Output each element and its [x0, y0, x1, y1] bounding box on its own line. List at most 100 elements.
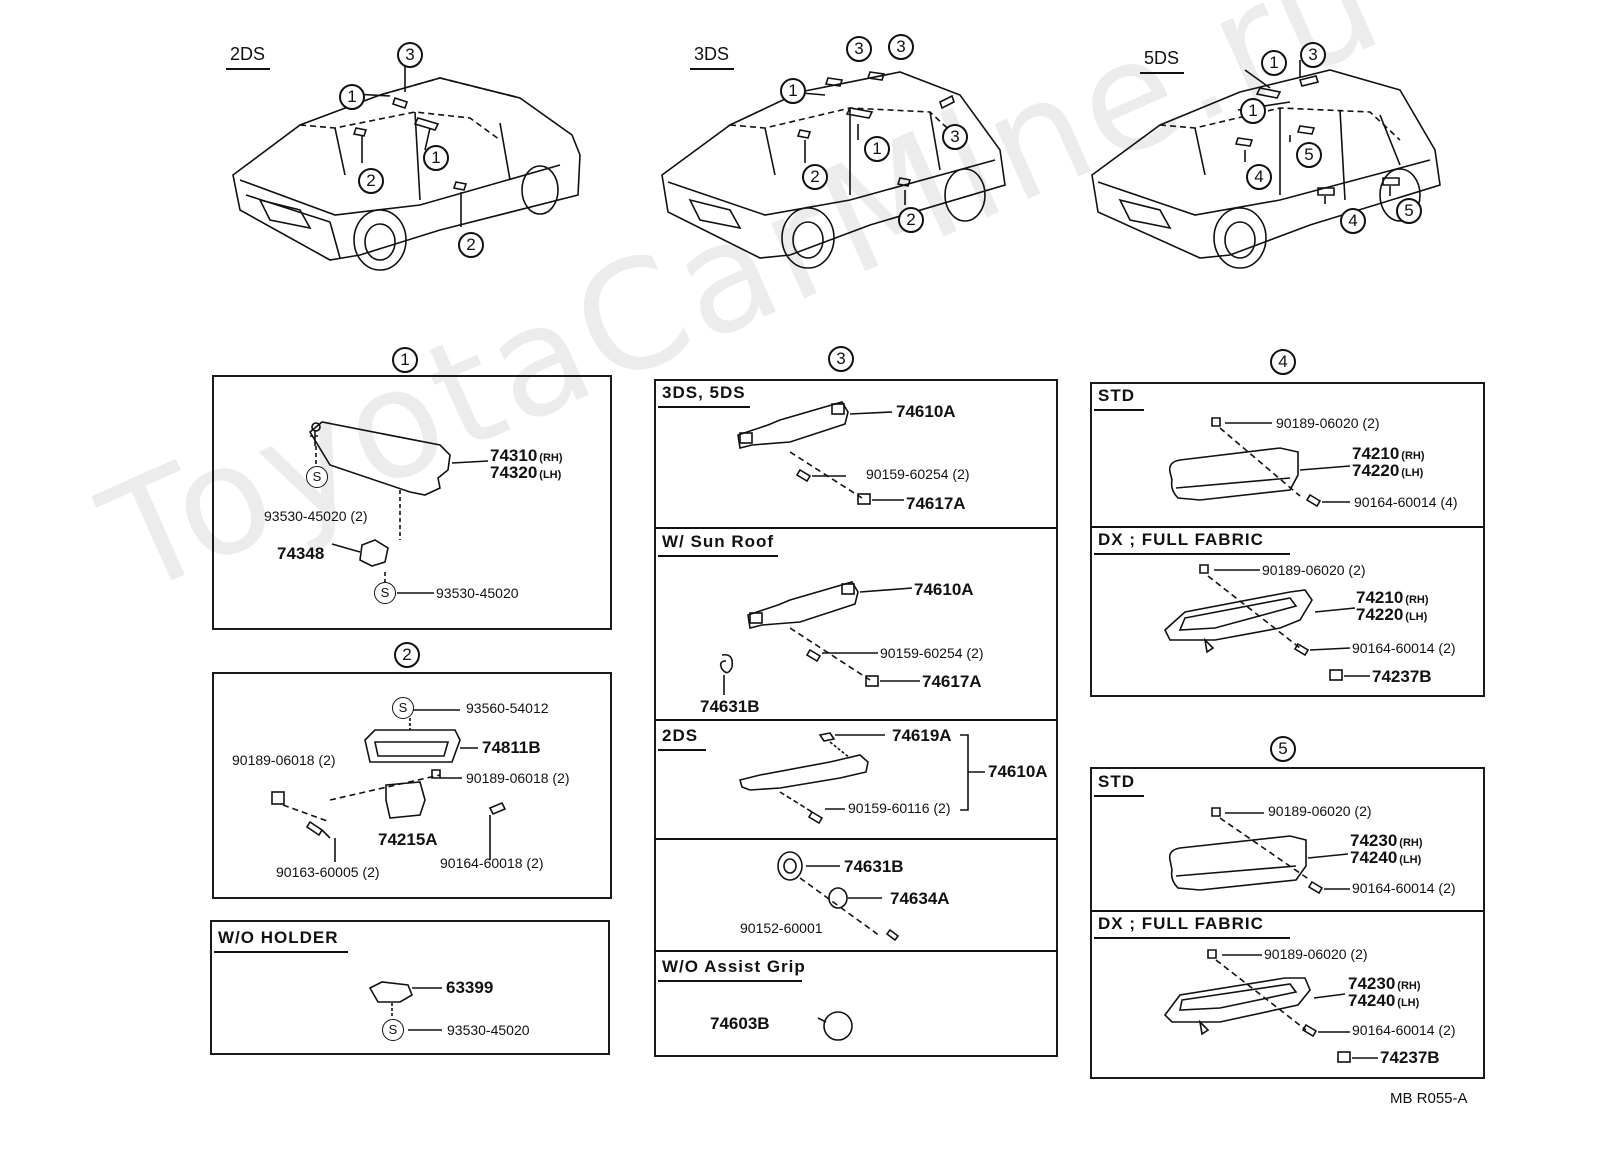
underline — [1094, 409, 1144, 411]
rh-tag: (RH) — [1399, 837, 1423, 849]
car-3ds-illustration — [661, 71, 1006, 269]
part-74237B: 74237B — [1372, 667, 1432, 686]
panel-header-std: STD — [1098, 772, 1135, 791]
part-74631B: 74631B — [700, 697, 760, 716]
lh-tag: (LH) — [1401, 467, 1424, 479]
part-74310: 74310(RH) — [490, 446, 563, 466]
underline — [658, 980, 802, 982]
part-90159-60254: 90159-60254 (2) — [880, 645, 984, 661]
section-2-box — [212, 672, 612, 899]
lh-tag: (LH) — [1397, 997, 1420, 1009]
part-74631B: 74631B — [844, 857, 904, 876]
part-90163-60005: 90163-60005 (2) — [276, 864, 380, 880]
callout-3: 3 — [397, 42, 423, 68]
callout-5: 5 — [1396, 198, 1422, 224]
part-90164-60014: 90164-60014 (2) — [1352, 1022, 1456, 1038]
section-4-marker: 4 — [1270, 349, 1296, 375]
panel-header-3ds-5ds: 3DS, 5DS — [662, 383, 746, 402]
part-number: 74230 — [1350, 831, 1398, 850]
rh-tag: (RH) — [1401, 450, 1425, 462]
part-74610A: 74610A — [896, 402, 956, 421]
underline — [214, 951, 348, 953]
part-number: 74220 — [1352, 461, 1400, 480]
wo-holder-drawing — [368, 981, 442, 1031]
underline — [1094, 795, 1144, 797]
panel-header-dx-full-fabric: DX ; FULL FABRIC — [1098, 530, 1264, 549]
part-93530-45020-b: 93530-45020 — [447, 1022, 530, 1038]
section-1-marker: 1 — [392, 347, 418, 373]
part-number: 74310 — [490, 446, 538, 465]
part-number: 74220 — [1356, 605, 1404, 624]
part-number: 74210 — [1352, 444, 1400, 463]
callout-1: 1 — [1240, 98, 1266, 124]
lh-tag: (LH) — [1399, 854, 1422, 866]
part-number: 74240 — [1348, 991, 1396, 1010]
section-5-marker: 5 — [1270, 736, 1296, 762]
section-4-box — [1090, 382, 1485, 697]
part-90189-06020: 90189-06020 (2) — [1262, 562, 1366, 578]
armrest-drawings-4 — [1164, 417, 1370, 681]
part-74240: 74240(LH) — [1348, 991, 1419, 1011]
underline — [658, 406, 750, 408]
part-90189-06020: 90189-06020 (2) — [1276, 415, 1380, 431]
part-74348: 74348 — [277, 544, 325, 563]
part-number: 74230 — [1348, 974, 1396, 993]
armrest-drawings-5 — [1163, 807, 1378, 1063]
part-74634A: 74634A — [890, 889, 950, 908]
section-1-box — [212, 375, 612, 630]
part-90189-06020: 90189-06020 (2) — [1268, 803, 1372, 819]
car-5ds-illustration — [1091, 60, 1441, 269]
rh-tag: (RH) — [1397, 980, 1421, 992]
part-74610A: 74610A — [988, 762, 1048, 781]
part-90152-60001: 90152-60001 — [740, 920, 823, 936]
section-2-marker: 2 — [394, 642, 420, 668]
part-74603B: 74603B — [710, 1014, 770, 1033]
callout-2: 2 — [358, 168, 384, 194]
diagram-code: MB R055-A — [1390, 1090, 1468, 1107]
part-90164-60018: 90164-60018 (2) — [440, 855, 544, 871]
part-74210: 74210(RH) — [1352, 444, 1425, 464]
part-74210: 74210(RH) — [1356, 588, 1429, 608]
underline — [1140, 72, 1184, 74]
car-2ds-illustration — [232, 66, 581, 271]
divider — [654, 950, 1058, 952]
part-74240: 74240(LH) — [1350, 848, 1421, 868]
door-pocket-drawing — [271, 709, 507, 862]
callout-4: 4 — [1246, 164, 1272, 190]
underline — [1094, 553, 1290, 555]
part-93560-54012: 93560-54012 — [466, 700, 549, 716]
panel-header-wo-assist-grip: W/O Assist Grip — [662, 957, 806, 976]
underline — [658, 749, 706, 751]
model-label-5ds: 5DS — [1144, 48, 1180, 68]
part-93530-45020: 93530-45020 — [436, 585, 519, 601]
lh-tag: (LH) — [1405, 611, 1428, 623]
section-5-box — [1090, 767, 1485, 1079]
part-74617A: 74617A — [922, 672, 982, 691]
part-74220: 74220(LH) — [1356, 605, 1427, 625]
divider — [1090, 910, 1485, 912]
part-90189-06018-r: 90189-06018 (2) — [466, 770, 570, 786]
part-90164-60014: 90164-60014 (2) — [1352, 640, 1456, 656]
part-90189-06020: 90189-06020 (2) — [1264, 946, 1368, 962]
callout-2: 2 — [898, 207, 924, 233]
s-marker: S — [382, 1019, 404, 1041]
wo-holder-box — [210, 920, 610, 1055]
divider — [654, 719, 1058, 721]
panel-header-std: STD — [1098, 386, 1135, 405]
part-93530-45020-2: 93530-45020 (2) — [264, 508, 368, 524]
underline — [690, 68, 734, 70]
part-number: 74320 — [490, 463, 538, 482]
callout-3: 3 — [942, 124, 968, 150]
assist-grip-drawings — [719, 401, 985, 1041]
section-3-box — [654, 379, 1058, 1057]
part-90159-60254: 90159-60254 (2) — [866, 466, 970, 482]
part-74619A: 74619A — [892, 726, 952, 745]
callout-1: 1 — [423, 145, 449, 171]
callout-1: 1 — [1261, 50, 1287, 76]
rh-tag: (RH) — [1405, 594, 1429, 606]
divider — [1090, 526, 1485, 528]
part-74610A: 74610A — [914, 580, 974, 599]
rh-tag: (RH) — [539, 452, 563, 464]
model-label-2ds: 2DS — [230, 44, 266, 64]
callout-3: 3 — [1300, 42, 1326, 68]
